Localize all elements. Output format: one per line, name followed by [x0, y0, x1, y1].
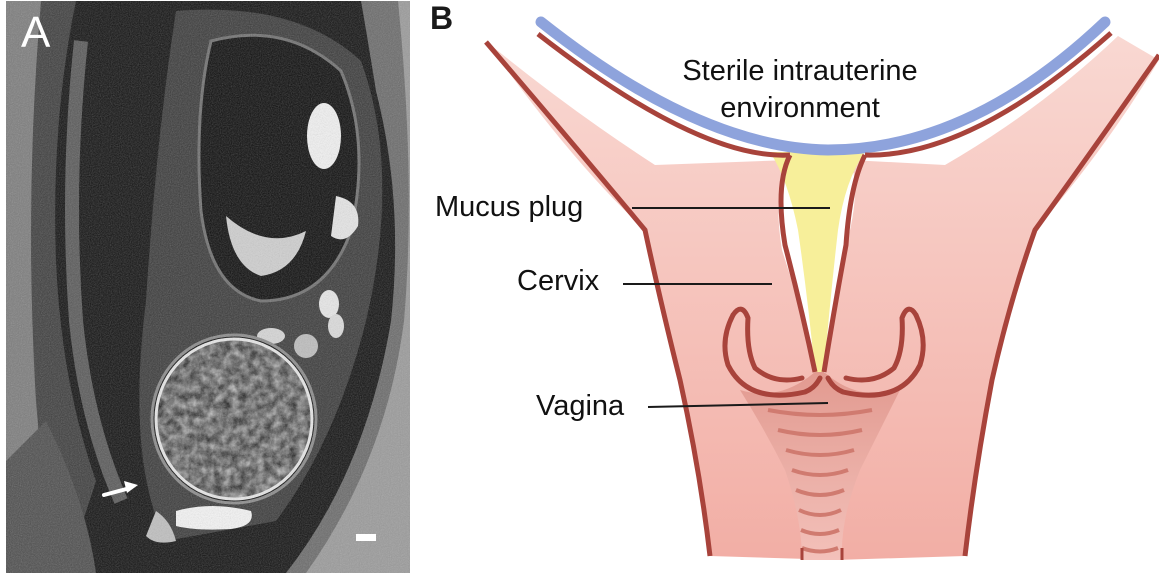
mri-panel: A	[6, 1, 410, 573]
panel-b-letter: B	[430, 2, 453, 34]
cervix-label: Cervix	[517, 267, 599, 296]
panel-a-letter: A	[21, 11, 50, 55]
vagina-label: Vagina	[536, 392, 624, 421]
sterile-environment-label-line1: Sterile intrauterine	[650, 57, 950, 86]
cervix-diagram-panel: B Sterile intrauterine environment Mucus…	[410, 0, 1159, 575]
sterile-environment-label-line2: environment	[650, 94, 950, 123]
mri-image	[6, 1, 410, 573]
scale-bar-icon	[356, 534, 376, 541]
mucus-plug-label: Mucus plug	[435, 193, 583, 222]
